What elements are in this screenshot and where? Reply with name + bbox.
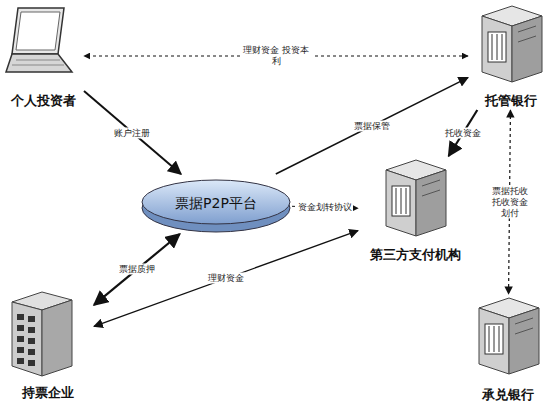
connector-arrow: [94, 231, 358, 327]
server-node: 第三方支付机构: [358, 156, 472, 264]
node-label: 第三方支付机构: [358, 246, 472, 264]
server-icon: [358, 156, 472, 240]
edge-label: 理财资金 投资本利: [240, 45, 312, 67]
node-label: 托管银行: [468, 92, 554, 110]
connector-arrow: [276, 78, 468, 174]
server-node: 托管银行: [468, 2, 554, 110]
edge-label: 票据托收 托收资金划付: [487, 186, 532, 219]
server-icon: [462, 294, 554, 378]
building-node: 持票企业: [2, 284, 94, 402]
edge-label: 托收资金: [444, 128, 482, 139]
node-label: 承兑银行: [462, 386, 554, 404]
connector-arrow: [84, 91, 181, 174]
platform-ellipse: 票据P2P平台: [140, 174, 292, 234]
edge-label: 票据保管: [353, 120, 391, 131]
laptop-icon: [2, 2, 84, 82]
connector-arrow: [94, 234, 180, 305]
edge-label: 账户注册: [113, 127, 151, 138]
node-label: 个人投资者: [2, 92, 84, 110]
node-label: 持票企业: [2, 384, 94, 402]
server-node: 承兑银行: [462, 294, 554, 404]
edge-label: 资金划转协议: [297, 202, 353, 213]
edge-label: 票据质押: [118, 264, 156, 275]
laptop-node: 个人投资者: [2, 2, 84, 110]
node-label: 票据P2P平台: [140, 195, 292, 213]
edge-label: 理财资金: [207, 273, 245, 284]
building-icon: [2, 284, 94, 380]
server-icon: [468, 2, 554, 86]
